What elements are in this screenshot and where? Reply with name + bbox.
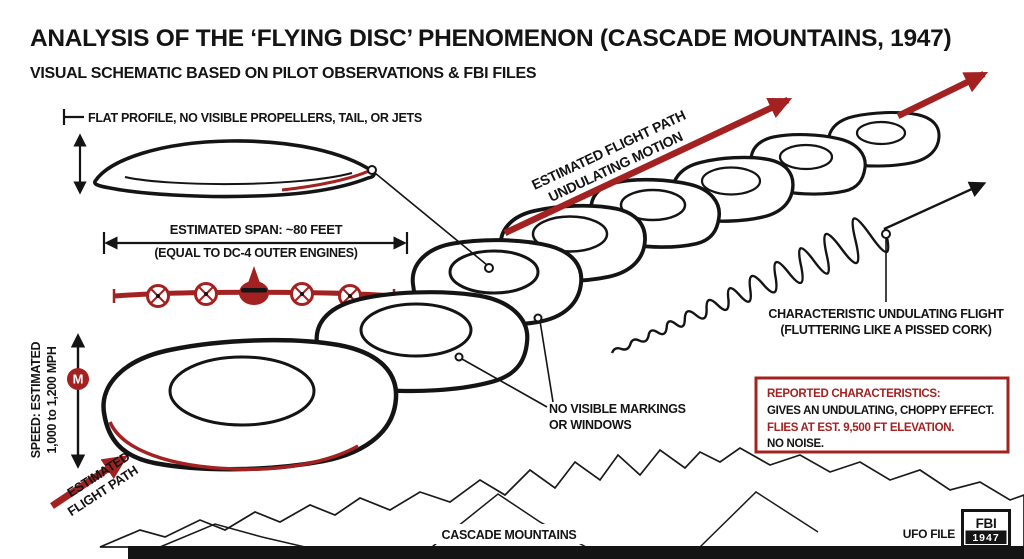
flying-disc-1 bbox=[101, 336, 398, 474]
speed-label-line1: SPEED: ESTIMATED bbox=[29, 341, 43, 458]
report-box: REPORTED CHARACTERISTICS: GIVES AN UNDUL… bbox=[754, 376, 1010, 454]
mountain-range: CASCADE MOUNTAINS bbox=[99, 446, 1024, 548]
mountains-label: CASCADE MOUNTAINS bbox=[442, 528, 577, 542]
tail-fin bbox=[248, 266, 260, 283]
span-label-line2: (EQUAL TO DC-4 OUTER ENGINES) bbox=[154, 246, 357, 260]
flat-profile-annotation: FLAT PROFILE, NO VISIBLE PROPELLERS, TAI… bbox=[62, 109, 422, 195]
mach-badge-letter: M bbox=[73, 372, 84, 387]
disc-side-profile bbox=[93, 139, 376, 199]
undulating-label2: (FLUTTERING LIKE A PISSED CORK) bbox=[780, 323, 991, 337]
span-measurement: ESTIMATED SPAN: ~80 FEET (EQUAL TO DC-4 … bbox=[102, 222, 409, 260]
ufo-file-credit: UFO FILE FBI 1947 bbox=[903, 509, 1011, 548]
footer-bar bbox=[128, 546, 1024, 559]
speed-label-line2: 1,000 to 1,200 MPH bbox=[45, 346, 59, 453]
propeller-2 bbox=[194, 282, 218, 306]
no-markings-annotation: NO VISIBLE MARKINGS OR WINDOWS bbox=[454, 313, 686, 432]
report-line4: NO NOISE. bbox=[767, 438, 824, 450]
fuselage bbox=[239, 281, 269, 305]
profile-connector bbox=[367, 165, 494, 273]
no-markings-label1: NO VISIBLE MARKINGS bbox=[549, 402, 686, 416]
propeller-3 bbox=[290, 282, 314, 306]
no-markings-label2: OR WINDOWS bbox=[549, 418, 631, 432]
fbi-stamp-year: 1947 bbox=[972, 532, 999, 544]
cockpit-windows bbox=[241, 288, 267, 293]
span-label-line1: ESTIMATED SPAN: ~80 FEET bbox=[170, 222, 343, 237]
page-subtitle: VISUAL SCHEMATIC BASED ON PILOT OBSERVAT… bbox=[30, 65, 537, 82]
undulating-label1: CHARACTERISTIC UNDULATING FLIGHT bbox=[768, 307, 1004, 321]
undulating-flight-wave bbox=[610, 181, 987, 354]
page-title: ANALYSIS OF THE ‘FLYING DISC’ PHENOMENON… bbox=[30, 25, 951, 52]
flying-disc-4 bbox=[500, 203, 647, 283]
fbi-stamp: FBI 1947 bbox=[961, 509, 1011, 548]
flat-profile-label: FLAT PROFILE, NO VISIBLE PROPELLERS, TAI… bbox=[88, 111, 422, 125]
profile-red-accent bbox=[281, 168, 372, 192]
mach-badge bbox=[67, 368, 89, 390]
ufo-file-label: UFO FILE bbox=[903, 527, 956, 541]
speed-annotation: SPEED: ESTIMATED 1,000 to 1,200 MPH M bbox=[29, 333, 89, 469]
disc1-red-accent bbox=[108, 421, 359, 472]
flight-path-arrow-top-right bbox=[896, 71, 989, 119]
undulating-annotation: CHARACTERISTIC UNDULATING FLIGHT (FLUTTE… bbox=[768, 229, 1005, 337]
report-line3: FLIES AT EST. 9,500 FT ELEVATION. bbox=[767, 422, 954, 434]
propeller-1 bbox=[146, 284, 170, 308]
report-line2: GIVES AN UNDULATING, CHOPPY EFFECT. bbox=[767, 405, 994, 417]
flying-disc-sequence bbox=[101, 111, 940, 474]
fbi-stamp-text: FBI bbox=[976, 516, 997, 531]
report-heading: REPORTED CHARACTERISTICS: bbox=[767, 388, 940, 400]
